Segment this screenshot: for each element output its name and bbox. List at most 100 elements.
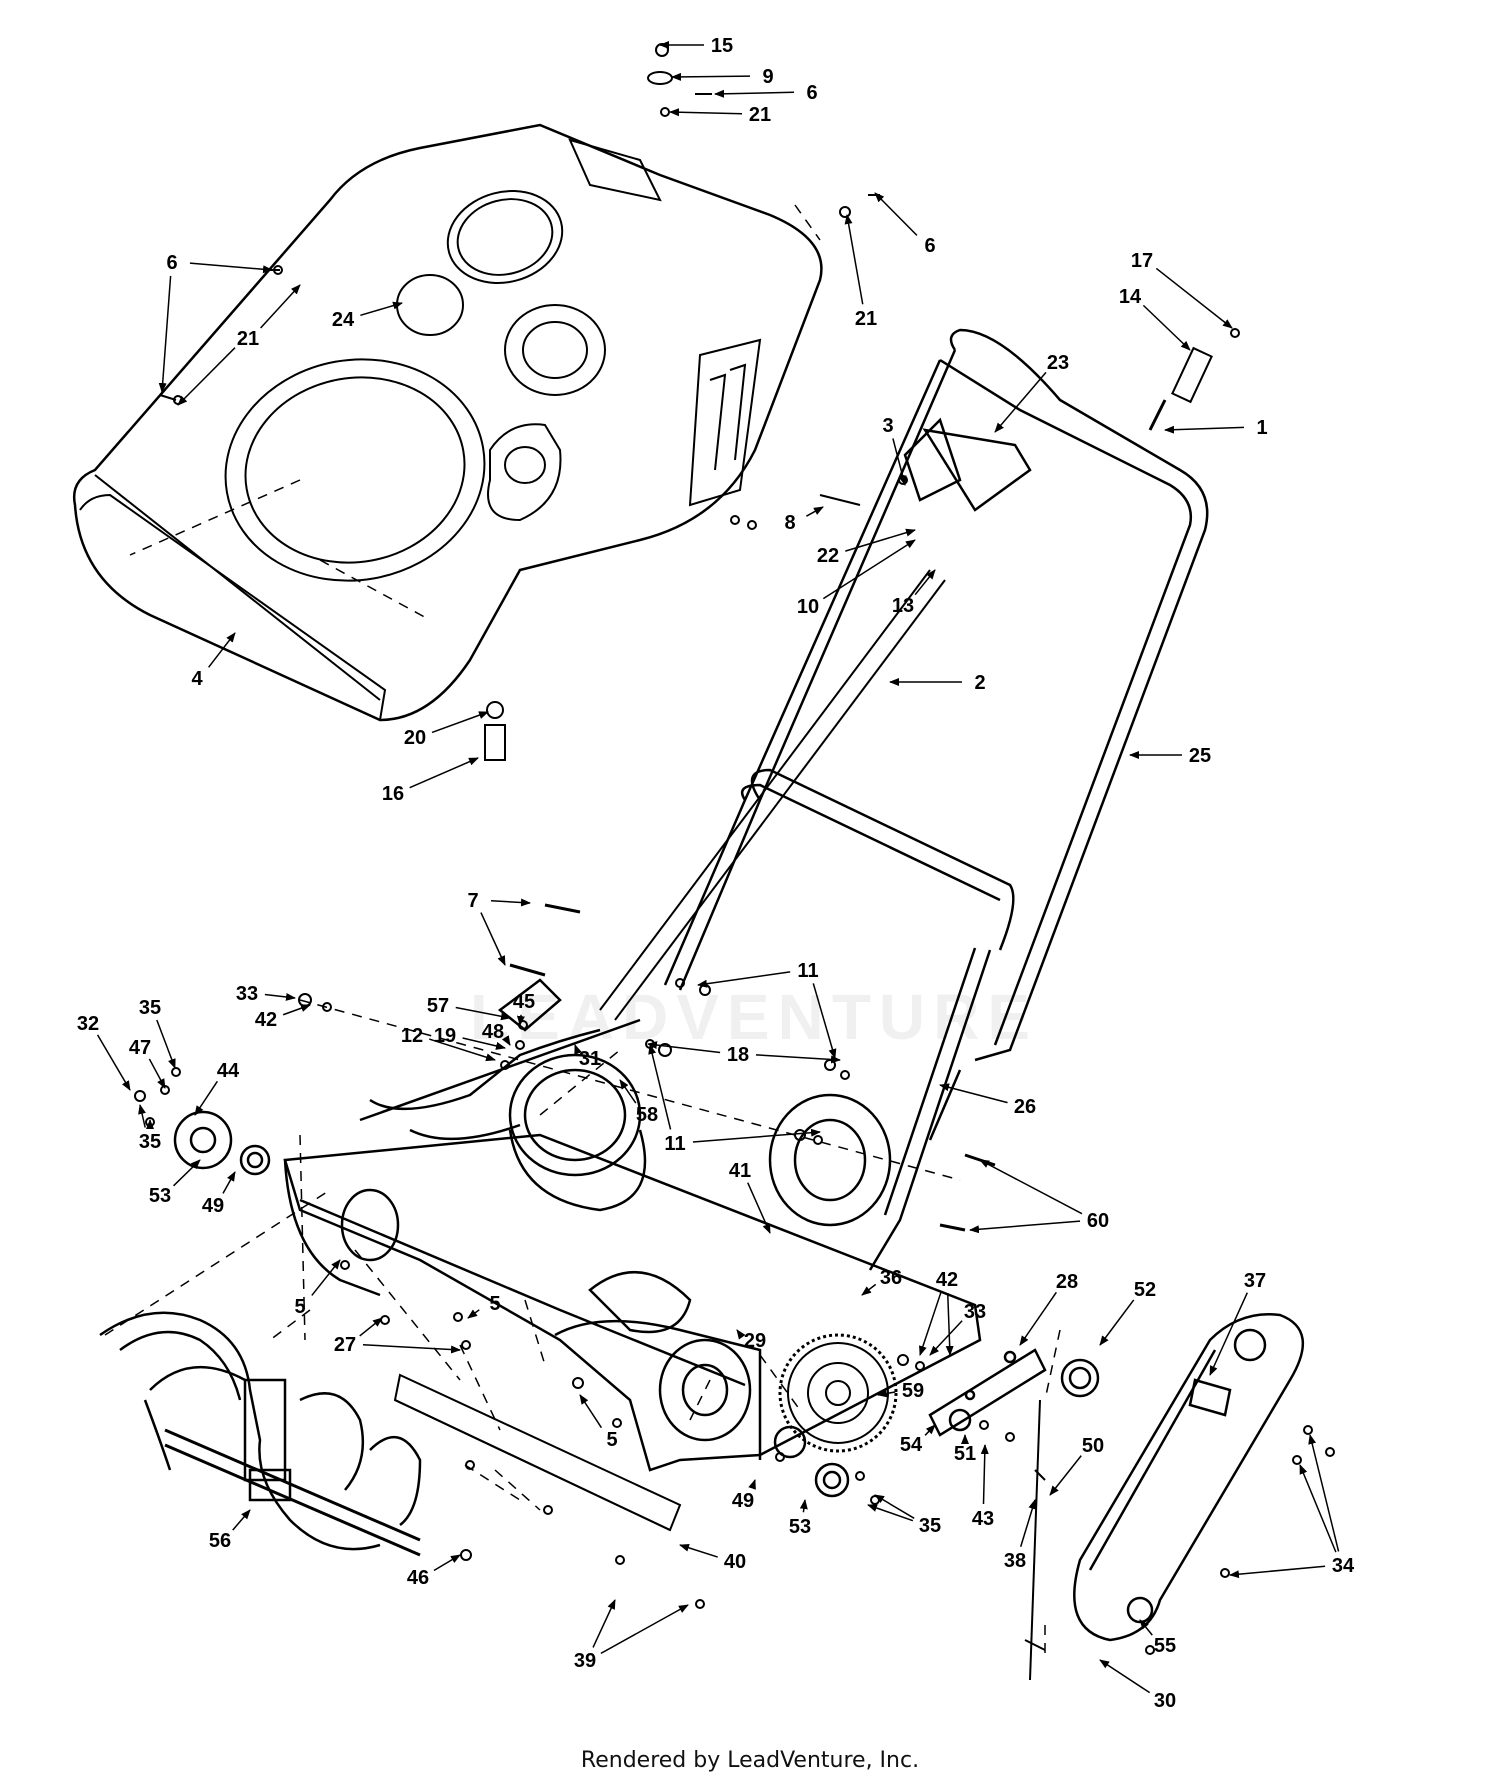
leader-arrow-21 xyxy=(844,214,864,305)
scraper-bar xyxy=(393,1373,682,1532)
callout-47: 47 xyxy=(129,1037,151,1059)
footer-credit: Rendered by LeadVenture, Inc. xyxy=(580,1748,920,1773)
leader-arrow-3 xyxy=(892,438,907,486)
callout-41: 41 xyxy=(729,1160,751,1182)
leader-arrow-32 xyxy=(96,1034,131,1091)
reference-line xyxy=(794,204,821,241)
leader-arrow-29 xyxy=(736,1329,746,1340)
leader-arrow-11 xyxy=(812,983,837,1059)
leader-arrow-22 xyxy=(845,528,916,552)
callout-42: 42 xyxy=(255,1009,277,1031)
leader-arrow-28 xyxy=(1019,1291,1057,1346)
leader-arrow-24 xyxy=(360,301,403,317)
callout-14: 14 xyxy=(1119,286,1142,308)
leader-arrow-54 xyxy=(924,1424,936,1436)
callout-1: 1 xyxy=(1256,417,1267,439)
leader-arrow-42 xyxy=(919,1291,942,1356)
callout-6: 6 xyxy=(806,82,817,104)
leader-arrow-34 xyxy=(1299,1464,1337,1553)
leader-arrow-9 xyxy=(671,72,751,81)
leader-arrow-60 xyxy=(969,1220,1081,1234)
callout-56: 56 xyxy=(209,1530,231,1552)
leader-arrow-31 xyxy=(574,1044,582,1055)
leader-arrow-34 xyxy=(1308,1434,1340,1552)
leader-arrow-35 xyxy=(867,1504,914,1522)
callout-3: 3 xyxy=(882,415,893,437)
callout-5: 5 xyxy=(294,1296,305,1318)
callout-53: 53 xyxy=(149,1185,171,1207)
leader-arrow-5 xyxy=(467,1309,480,1319)
callout-49: 49 xyxy=(202,1195,224,1217)
top-cover-assembly xyxy=(72,123,823,722)
callout-38: 38 xyxy=(1004,1550,1026,1572)
reference-line xyxy=(759,1354,801,1411)
leader-arrow-5 xyxy=(311,1259,341,1296)
leader-arrow-23 xyxy=(994,371,1047,433)
leader-arrow-10 xyxy=(822,539,916,600)
leader-arrow-42 xyxy=(282,1004,311,1016)
leader-arrow-6 xyxy=(874,192,918,236)
callout-20: 20 xyxy=(404,727,426,749)
leader-arrow-6 xyxy=(158,275,172,393)
reference-line xyxy=(459,1344,501,1431)
callout-17: 17 xyxy=(1131,250,1153,272)
leader-arrow-58 xyxy=(619,1079,637,1104)
callout-35: 35 xyxy=(919,1515,941,1537)
leader-arrow-56 xyxy=(232,1509,251,1531)
callout-2: 2 xyxy=(974,672,985,694)
callout-23: 23 xyxy=(1047,352,1069,374)
reference-line xyxy=(494,1469,541,1511)
leader-arrow-35 xyxy=(874,1494,915,1519)
callout-52: 52 xyxy=(1134,1279,1156,1301)
callout-48: 48 xyxy=(482,1021,504,1043)
reference-line xyxy=(104,1189,331,1336)
leader-arrow-19 xyxy=(462,1037,506,1050)
callout-46: 46 xyxy=(407,1567,429,1589)
reference-line xyxy=(129,479,301,556)
callout-21: 21 xyxy=(855,308,877,330)
leader-arrow-40 xyxy=(679,1543,718,1558)
callout-58: 58 xyxy=(636,1104,658,1126)
leader-arrow-49 xyxy=(748,1479,756,1490)
leader-arrow-11 xyxy=(697,971,791,988)
leader-arrow-35 xyxy=(138,1104,146,1128)
leader-arrow-20 xyxy=(431,711,489,734)
leader-arrow-27 xyxy=(359,1317,383,1337)
leader-arrow-45 xyxy=(516,1014,525,1026)
callout-11: 11 xyxy=(664,1133,685,1155)
leader-arrow-21 xyxy=(177,347,236,406)
reference-line xyxy=(354,1249,461,1381)
callout-9: 9 xyxy=(762,66,773,88)
reference-line xyxy=(299,1134,306,1341)
callout-11: 11 xyxy=(797,960,818,982)
callout-12: 12 xyxy=(401,1025,423,1047)
callout-39: 39 xyxy=(574,1650,596,1672)
reference-line xyxy=(319,559,431,621)
reference-line xyxy=(299,999,961,1181)
callout-37: 37 xyxy=(1244,1270,1266,1292)
leader-arrow-4 xyxy=(208,632,236,668)
drive-pulley xyxy=(778,1333,898,1453)
leader-arrow-18 xyxy=(647,1041,721,1054)
leader-arrow-37 xyxy=(1209,1292,1248,1376)
reference-line xyxy=(524,1299,546,1366)
auger xyxy=(99,1311,422,1557)
leader-arrow-41 xyxy=(747,1182,771,1234)
callout-29: 29 xyxy=(744,1330,766,1352)
leader-arrow-26 xyxy=(939,1083,1008,1104)
watermark: LEADVENTURE xyxy=(470,981,1039,1053)
callout-55: 55 xyxy=(1154,1635,1176,1657)
callout-33: 33 xyxy=(236,983,258,1005)
callout-18: 18 xyxy=(727,1044,749,1066)
leader-arrow-48 xyxy=(501,1035,511,1046)
callout-45: 45 xyxy=(513,991,535,1013)
leader-arrow-33 xyxy=(264,992,296,1001)
callout-44: 44 xyxy=(217,1060,240,1082)
leader-arrow-53 xyxy=(173,1159,201,1187)
callout-59: 59 xyxy=(902,1380,924,1402)
callout-21: 21 xyxy=(237,328,259,350)
leader-arrow-13 xyxy=(914,569,936,596)
leader-arrow-57 xyxy=(455,1006,511,1021)
callout-4: 4 xyxy=(191,668,203,690)
